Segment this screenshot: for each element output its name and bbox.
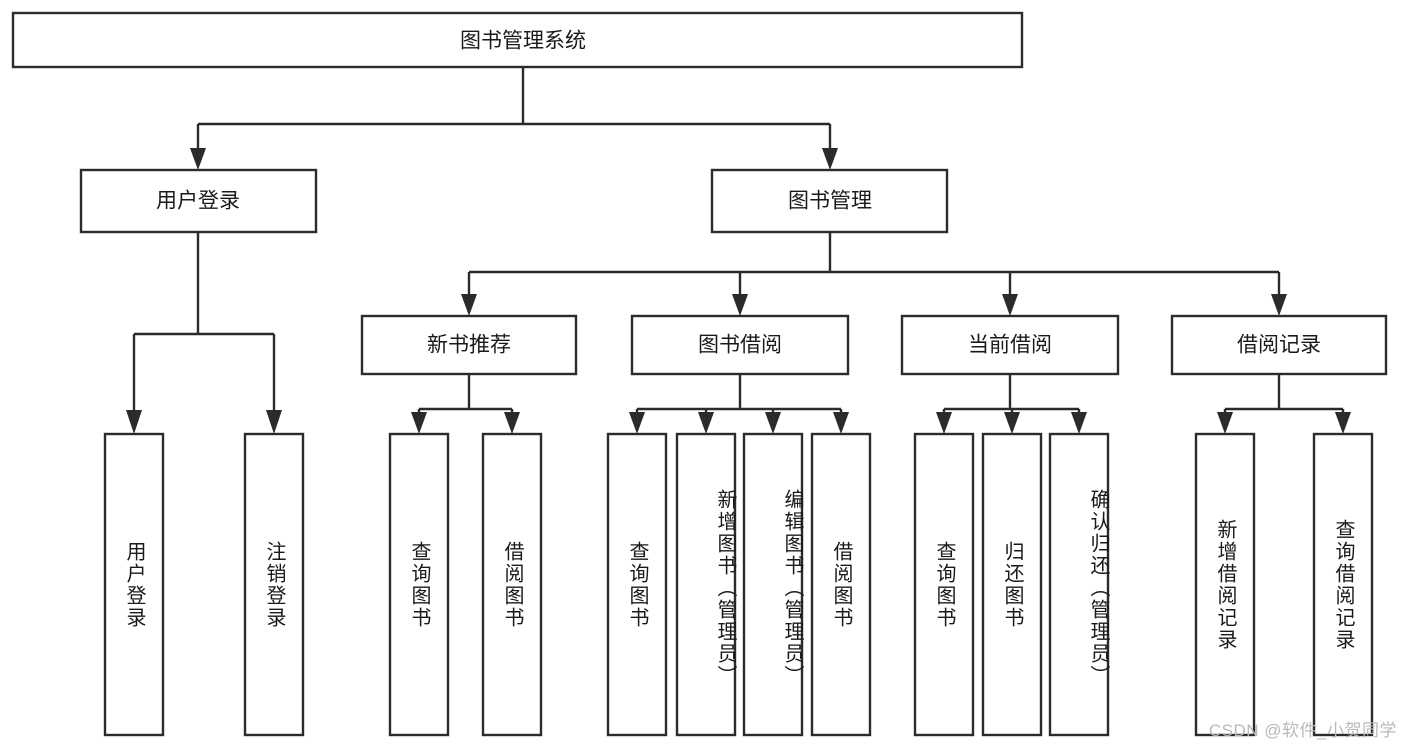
node-box-borrow-record[interactable] — [1170, 314, 1388, 376]
connector-group-book-borrow — [629, 374, 849, 434]
arrow-head-leaf-user-login — [126, 410, 142, 434]
node-box-new-book-recommend[interactable] — [360, 314, 578, 376]
arrow-head-new-book-recommend — [461, 294, 477, 316]
arrow-head-leaf-edit-book — [765, 412, 781, 434]
arrow-head-leaf-return-book — [1004, 412, 1020, 434]
arrow-head-leaf-add-borrow-record — [1217, 412, 1233, 434]
arrow-head-leaf-borrow-book-1 — [504, 412, 520, 434]
node-label-current-borrow: 当前借阅 — [968, 334, 1052, 357]
arrow-head-leaf-query-book-3 — [936, 412, 952, 434]
connector-group-borrow-record — [1217, 374, 1351, 434]
node-label-borrow-record: 借阅记录 — [1237, 334, 1321, 357]
arrow-head-leaf-query-book-2 — [629, 412, 645, 434]
node-label-root: 图书管理系统 — [460, 30, 586, 53]
arrow-head-user-login — [190, 148, 206, 170]
arrow-head-leaf-add-book — [698, 412, 714, 434]
node-box-leaf-query-book-2[interactable] — [606, 432, 668, 737]
arrow-head-leaf-logout-login — [266, 410, 282, 434]
node-box-leaf-return-book[interactable] — [981, 432, 1043, 737]
node-box-leaf-add-borrow-record[interactable] — [1194, 432, 1256, 737]
node-box-leaf-edit-book[interactable] — [742, 432, 804, 737]
arrow-head-leaf-query-book-1 — [411, 412, 427, 434]
node-label-book-borrow: 图书借阅 — [698, 334, 782, 357]
node-box-current-borrow[interactable] — [900, 314, 1120, 376]
node-box-root[interactable] — [11, 11, 1024, 69]
arrow-head-current-borrow — [1002, 294, 1018, 316]
arrow-head-leaf-query-borrow-record — [1335, 412, 1351, 434]
node-box-book-borrow[interactable] — [630, 314, 850, 376]
connector-group-user-login — [126, 232, 282, 434]
arrow-head-leaf-confirm-return — [1071, 412, 1087, 434]
connector-group-new-book-recommend — [411, 374, 520, 434]
arrow-head-borrow-record — [1271, 294, 1287, 316]
node-box-leaf-add-book[interactable] — [675, 432, 737, 737]
connector-group-root — [190, 67, 838, 170]
connector-group-current-borrow — [936, 374, 1087, 434]
connector-group-book-manage — [461, 232, 1287, 316]
node-box-leaf-confirm-return[interactable] — [1048, 432, 1110, 737]
node-label-user-login: 用户登录 — [156, 190, 240, 213]
node-box-leaf-borrow-book-2[interactable] — [810, 432, 872, 737]
node-box-user-login[interactable] — [79, 168, 318, 234]
node-box-leaf-query-book-1[interactable] — [388, 432, 450, 737]
arrow-head-book-manage — [822, 148, 838, 170]
node-box-leaf-query-borrow-record[interactable] — [1312, 432, 1374, 737]
watermark-text: CSDN @软件_小贺同学 — [1208, 721, 1397, 740]
arrow-head-book-borrow — [732, 294, 748, 316]
node-box-leaf-logout-login[interactable] — [243, 432, 305, 737]
node-box-leaf-query-book-3[interactable] — [913, 432, 975, 737]
node-box-book-manage[interactable] — [710, 168, 949, 234]
arrow-head-leaf-borrow-book-2 — [833, 412, 849, 434]
node-label-new-book-recommend: 新书推荐 — [427, 334, 511, 357]
node-box-leaf-borrow-book-1[interactable] — [481, 432, 543, 737]
node-label-book-manage: 图书管理 — [788, 190, 872, 213]
node-box-leaf-user-login[interactable] — [103, 432, 165, 737]
